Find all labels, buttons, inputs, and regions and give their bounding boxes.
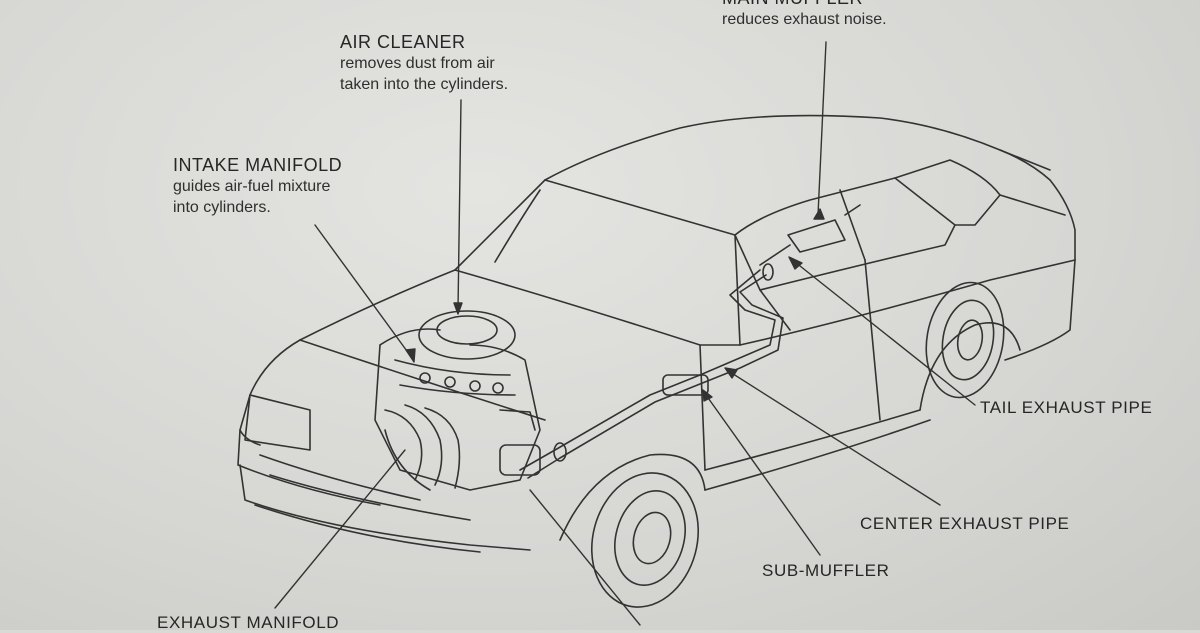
intake-manifold-title: INTAKE MANIFOLD (173, 155, 343, 175)
label-main-muffler: MAIN MUFFLER reduces exhaust noise. (722, 0, 887, 30)
air-cleaner-desc-line1: removes dust from air (340, 55, 495, 72)
main-muffler-shape (787, 219, 846, 253)
label-air-cleaner: AIR CLEANER removes dust from air taken … (340, 32, 508, 95)
exhaust-system (519, 204, 861, 479)
label-tail-exhaust-pipe: TAIL EXHAUST PIPE (980, 398, 1153, 417)
intake-manifold-desc-line1: guides air-fuel mixture (173, 178, 331, 195)
main-muffler-desc: reduces exhaust noise. (722, 11, 887, 28)
air-cleaner-desc-line2: taken into the cylinders. (340, 76, 509, 93)
sub-muffler-shape (662, 374, 709, 396)
front-wheel (590, 472, 700, 608)
rear-wheel (925, 281, 1005, 399)
car-body (237, 114, 1076, 553)
engine (374, 310, 541, 491)
leader-lines (274, 41, 976, 626)
label-sub-muffler: SUB-MUFFLER (762, 561, 890, 580)
label-center-exhaust-pipe: CENTER EXHAUST PIPE (860, 514, 1070, 533)
label-exhaust-manifold: EXHAUST MANIFOLD (157, 613, 340, 632)
main-muffler-title: MAIN MUFFLER (722, 0, 887, 9)
label-intake-manifold: INTAKE MANIFOLD guides air-fuel mixture … (173, 155, 342, 218)
intake-manifold-desc-line2: into cylinders. (173, 199, 271, 216)
air-cleaner-title: AIR CLEANER (340, 32, 466, 52)
